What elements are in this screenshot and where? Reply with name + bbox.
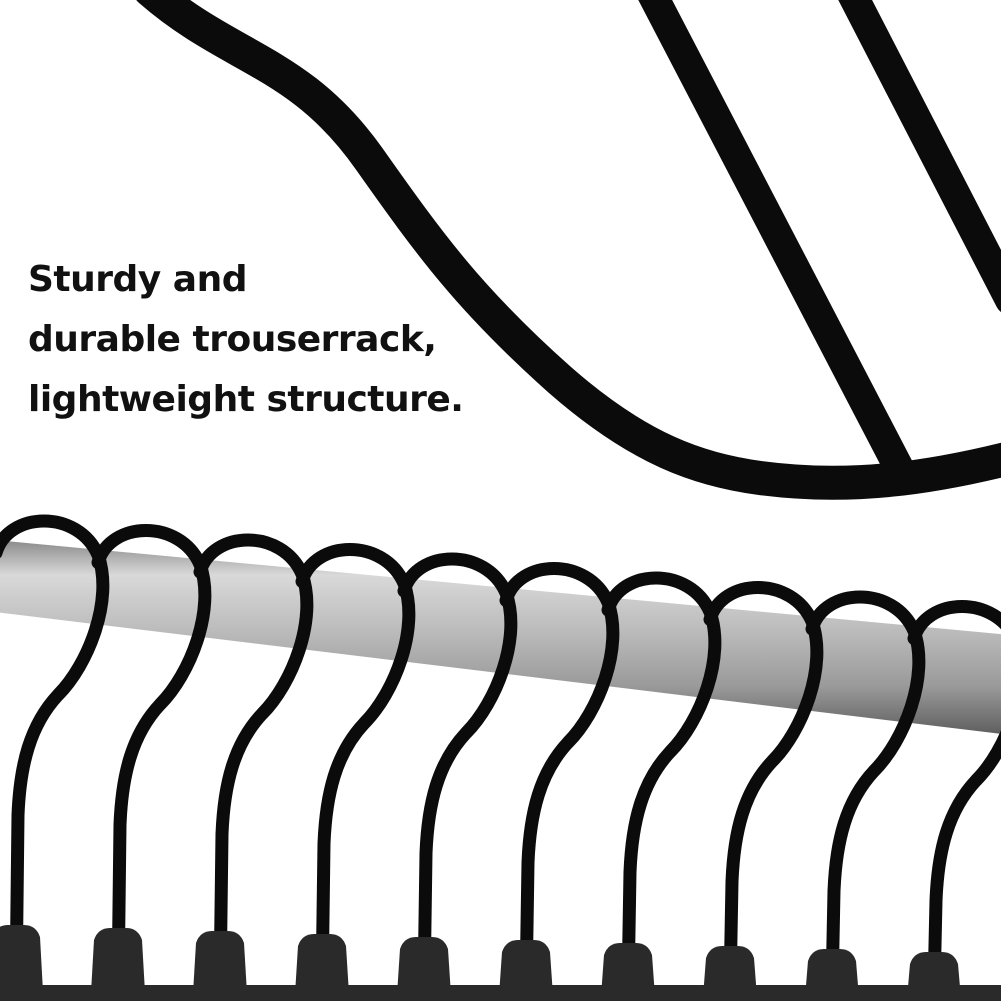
closeup-hanger-bar-left: [638, 0, 915, 485]
hanger-flocked-base: [192, 931, 248, 1001]
hanger-hook: [90, 524, 212, 1001]
hanging-rail: [0, 540, 1001, 734]
closeup-hanger-frame: [136, 0, 1001, 500]
caption-line-3: lightweight structure.: [28, 379, 464, 420]
hanger-hook-wire: [499, 562, 620, 997]
product-caption: Sturdy and durable trouserrack, lightwei…: [28, 250, 508, 430]
hanger-hook-wire: [601, 571, 722, 997]
closeup-hanger-outer-curve: [136, 0, 1001, 500]
hanger-hook-wire: [0, 514, 110, 997]
hanger-flocked-base: [0, 925, 44, 1001]
hanger-hook-wire: [193, 533, 314, 997]
hanger-hook: [0, 514, 110, 1001]
hanger-flocked-base: [294, 934, 350, 1001]
hanger-hook-wire: [703, 581, 824, 997]
hanger-hook: [192, 533, 314, 1001]
hanger-hook: [294, 543, 416, 1001]
hanger-flocked-base: [90, 928, 146, 1001]
caption-line-1: Sturdy and: [28, 259, 247, 300]
hanger-hook-wire: [805, 590, 926, 997]
hanger-hook-wire: [907, 600, 1001, 997]
closeup-hanger-bar-right: [838, 0, 1001, 312]
hanger-hook-wire: [295, 543, 416, 997]
hanger-hook-wire: [91, 524, 212, 997]
hanger-hook-wire: [397, 552, 518, 997]
hanger-bottom-bar: [0, 985, 1001, 1001]
hanger-row: [0, 514, 1001, 1001]
caption-line-2: durable trouserrack,: [28, 319, 437, 360]
